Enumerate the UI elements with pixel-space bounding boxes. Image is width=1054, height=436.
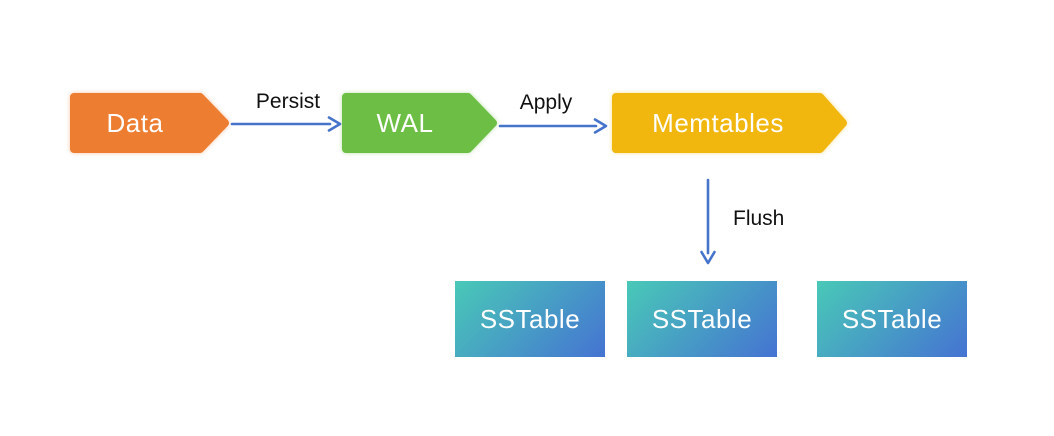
node-wal-label: WAL — [376, 107, 434, 138]
node-memtables-label: Memtables — [652, 107, 784, 138]
node-data-label: Data — [106, 107, 164, 138]
chevron-shape-memtables — [612, 93, 847, 153]
node-sstable-3-label: SSTable — [841, 303, 943, 334]
node-sstable-1: SSTable — [455, 281, 605, 357]
flush-arrow — [700, 178, 716, 265]
node-sstable-3: SSTable — [817, 281, 967, 357]
node-sstable-2-label: SSTable — [651, 303, 753, 334]
node-data: Data — [70, 93, 230, 153]
persist-edge-label: Persist — [255, 90, 321, 113]
node-sstable-1-label: SSTable — [479, 303, 581, 334]
apply-arrow — [498, 118, 608, 134]
chevron-shape-data — [70, 93, 229, 153]
node-memtables: Memtables — [612, 93, 848, 153]
chevron-shape-wal — [342, 93, 497, 153]
flush-edge-label: Flush — [733, 207, 785, 230]
node-wal: WAL — [342, 93, 498, 153]
apply-edge-label: Apply — [519, 91, 573, 114]
persist-arrow — [230, 116, 342, 132]
node-sstable-2: SSTable — [627, 281, 777, 357]
